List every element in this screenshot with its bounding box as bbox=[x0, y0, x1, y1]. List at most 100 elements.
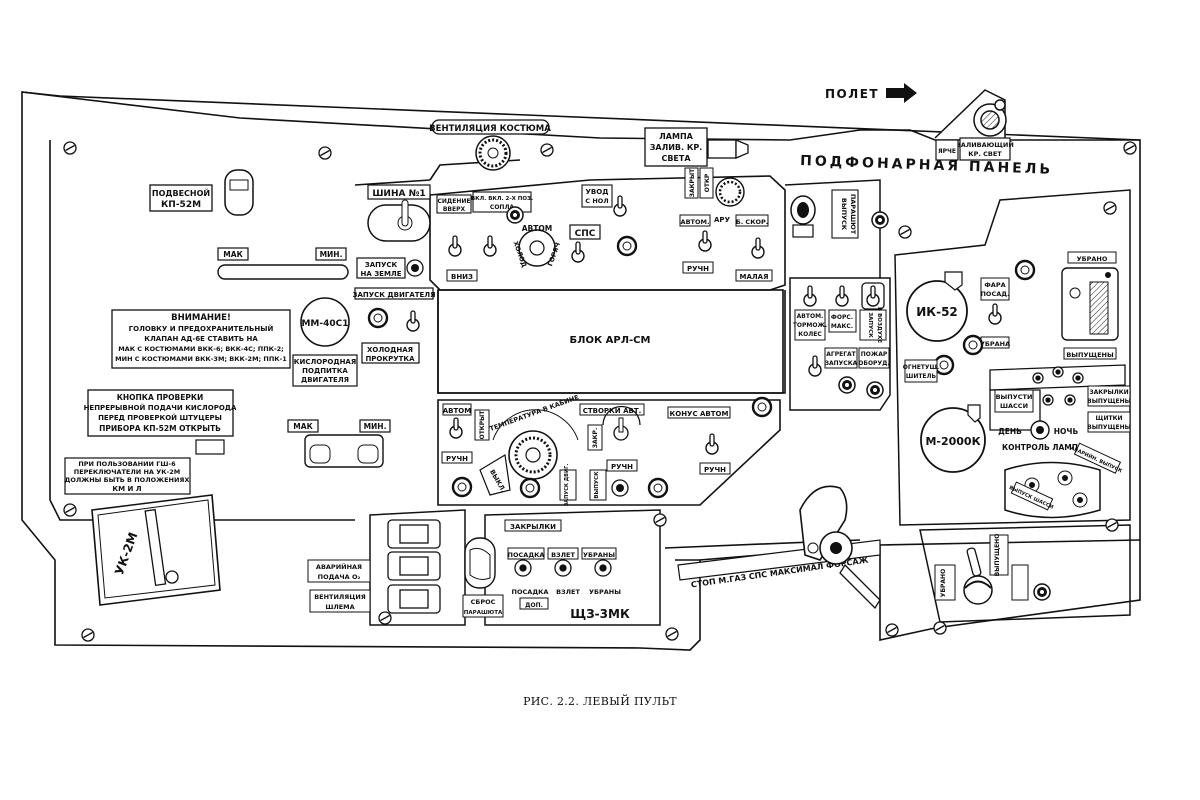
oxygen-valve-stack[interactable] bbox=[387, 519, 441, 614]
ground-start-button[interactable] bbox=[406, 259, 424, 277]
svg-text:ПАРАШЮТ: ПАРАШЮТ bbox=[849, 194, 857, 235]
flaps-selector[interactable] bbox=[602, 405, 641, 441]
cone-auto-plate: КОНУС АВТОМ bbox=[667, 406, 731, 419]
flood-lamp-icon bbox=[707, 139, 749, 159]
svg-text:ПЕРЕД ПРОВЕРКОЙ ШТУЦЕРЫ: ПЕРЕД ПРОВЕРКОЙ ШТУЦЕРЫ bbox=[98, 413, 222, 422]
seat-switch[interactable] bbox=[448, 235, 462, 257]
temp-auto-switch[interactable] bbox=[449, 417, 463, 439]
svg-text:УБРАНО: УБРАНО bbox=[940, 569, 947, 597]
svg-text:ШИНА №1: ШИНА №1 bbox=[372, 189, 425, 199]
parachute-drop-handle[interactable] bbox=[464, 537, 496, 589]
bottom-center-panel bbox=[369, 509, 1131, 626]
manual-plate-3 bbox=[606, 459, 638, 472]
svg-text:ИК-52: ИК-52 bbox=[916, 305, 958, 319]
oxygen-mix-slider-2[interactable]: МАК МИН. bbox=[287, 419, 391, 468]
svg-text:ПОДВЕСНОЙ: ПОДВЕСНОЙ bbox=[152, 187, 210, 198]
afterburner-switch[interactable] bbox=[835, 285, 849, 307]
emergency-gear-unit[interactable] bbox=[1004, 461, 1101, 519]
svg-text:ОТКР: ОТКР bbox=[704, 173, 711, 192]
svg-text:ПОЖАР: ПОЖАР bbox=[861, 351, 888, 358]
sps-lamp bbox=[616, 235, 638, 257]
center-upper-panel bbox=[354, 159, 786, 506]
sps-plate: СПС bbox=[569, 224, 601, 240]
oxygen-mix-slider[interactable]: МАК МИН. bbox=[217, 247, 349, 280]
flaps-buttons[interactable] bbox=[514, 559, 612, 577]
landing-light-switch[interactable] bbox=[988, 303, 1002, 325]
svg-text:ДОЛЖНЫ БЫТЬ В ПОЛОЖЕНИЯХ: ДОЛЖНЫ БЫТЬ В ПОЛОЖЕНИЯХ bbox=[65, 476, 190, 484]
fire-lamp bbox=[866, 381, 884, 399]
svg-text:КР. СВЕТ: КР. СВЕТ bbox=[968, 150, 1002, 158]
engine-start-plate: ЗАПУСК ДВИГАТЕЛЯ bbox=[352, 287, 436, 300]
svg-text:ВЕНТИЛЯЦИЯ: ВЕНТИЛЯЦИЯ bbox=[314, 593, 366, 601]
parachute-release-unit[interactable] bbox=[790, 195, 816, 238]
suit-ventilation-plate: ВЕНТИЛЯЦИЯ КОСТЮМА bbox=[429, 119, 551, 135]
retract-switch[interactable] bbox=[613, 195, 627, 217]
m2000k-gauge: М-2000К bbox=[920, 407, 986, 473]
svg-text:ЗАКРЫЛКИ: ЗАКРЫЛКИ bbox=[1089, 389, 1128, 396]
svg-text:ЗАПУСК ДВИГ.: ЗАПУСК ДВИГ. bbox=[564, 464, 570, 507]
cold-crank-plate: ХОЛОДНАЯ ПРОКРУТКА bbox=[361, 342, 420, 364]
temperature-mode-selector[interactable]: АВТОМ ХОЛОД ГОРЯЧ bbox=[511, 224, 562, 269]
wheel-brake-plate: АВТОМ. ТОРМОЖ. КОЛЕС bbox=[793, 309, 827, 341]
mm40-gauge: ММ-40С1 bbox=[300, 297, 350, 347]
aru-speed-switch[interactable] bbox=[751, 237, 765, 259]
svg-text:ВЕНТИЛЯЦИЯ КОСТЮМА: ВЕНТИЛЯЦИЯ КОСТЮМА bbox=[429, 124, 551, 134]
svg-text:УБРАНЫ: УБРАНЫ bbox=[589, 588, 621, 596]
start-unit-lamp bbox=[838, 376, 856, 394]
svg-text:ВЫПУЩЕНО: ВЫПУЩЕНО bbox=[994, 534, 1001, 577]
svg-text:ХОЛОДНАЯ: ХОЛОДНАЯ bbox=[367, 346, 413, 354]
oxygen-connector[interactable] bbox=[224, 169, 254, 216]
svg-text:ЗАПУСК ДВИГАТЕЛЯ: ЗАПУСК ДВИГАТЕЛЯ bbox=[352, 291, 435, 299]
arl-block-label: БЛОК АРЛ-СМ bbox=[570, 335, 651, 346]
svg-text:ШАССИ: ШАССИ bbox=[1000, 402, 1028, 410]
closed-plate: ЗАКР. bbox=[587, 424, 603, 451]
nozzle-button[interactable] bbox=[506, 206, 524, 224]
svg-text:ОБОРУД.: ОБОРУД. bbox=[858, 360, 889, 367]
start-unit-plate: АГРЕГАТ ЗАПУСКА bbox=[824, 347, 858, 369]
retract-plate: УВОД С НОЛ bbox=[581, 184, 613, 208]
throttle-lever[interactable] bbox=[799, 485, 881, 610]
air-start-switch[interactable] bbox=[861, 282, 885, 310]
engine-start-button[interactable] bbox=[367, 307, 389, 329]
emergency-oxygen-plate: АВАРИЙНАЯ ПОДАЧА О₂ bbox=[307, 559, 371, 583]
sps-switch[interactable] bbox=[571, 241, 585, 263]
aru-knob[interactable] bbox=[715, 177, 745, 207]
svg-text:ПАРАШЮТА: ПАРАШЮТА bbox=[464, 610, 503, 616]
flaps-bottom-labels: ПОСАДКА ВЗЛЕТ УБРАНЫ bbox=[512, 588, 622, 596]
gear-indicator bbox=[1061, 267, 1119, 341]
flood-light-plate: ЗАЛИВАЮЩИЙ КР. СВЕТ ЯРЧЕ bbox=[935, 137, 1014, 161]
lamp-test-unit[interactable]: ДЕНЬ НОЧЬ bbox=[998, 420, 1078, 440]
gsh-button[interactable] bbox=[611, 479, 629, 497]
engine-oxygen-plate: КИСЛОРОДНАЯ ПОДПИТКА ДВИГАТЕЛЯ bbox=[292, 354, 358, 387]
svg-text:ВЗЛЕТ: ВЗЛЕТ bbox=[551, 551, 575, 559]
ik52-mount-icon bbox=[944, 271, 963, 291]
check-button-plate: КНОПКА ПРОВЕРКИ НЕПРЕРЫВНОЙ ПОДАЧИ КИСЛО… bbox=[84, 389, 237, 437]
svg-text:АВТОМ.: АВТОМ. bbox=[797, 313, 824, 320]
svg-text:МИН С КОСТЮМАМИ ВКК-3М; ВКК-2М: МИН С КОСТЮМАМИ ВКК-3М; ВКК-2М; ППК-1 bbox=[115, 355, 287, 363]
flaps-top-labels: ПОСАДКА ВЗЛЕТ УБРАНЫ bbox=[507, 547, 617, 560]
svg-text:ВЗЛЕТ: ВЗЛЕТ bbox=[556, 588, 580, 596]
svg-text:ЗАЛИВ. КР.: ЗАЛИВ. КР. bbox=[650, 143, 703, 152]
svg-text:РУЧН: РУЧН bbox=[611, 463, 633, 471]
nozzle-switch[interactable] bbox=[483, 235, 497, 257]
svg-text:УБРАНЫ: УБРАНЫ bbox=[583, 551, 615, 559]
check-button[interactable] bbox=[195, 439, 225, 455]
flaps-extra-button[interactable]: ДОП. bbox=[519, 597, 549, 610]
aru-switch[interactable] bbox=[698, 230, 712, 252]
lamp-plate: ЛАМПА ЗАЛИВ. КР. СВЕТА bbox=[644, 127, 708, 167]
wheel-brake-switch[interactable] bbox=[803, 285, 817, 307]
svg-text:ПРИ ПОЛЬЗОВАНИИ ГШ-6: ПРИ ПОЛЬЗОВАНИИ ГШ-6 bbox=[78, 460, 176, 468]
cone-switch[interactable] bbox=[705, 433, 719, 455]
gear-lever-unit[interactable]: УБРАНО ВЫПУЩЕНО bbox=[934, 534, 1009, 605]
small-plate bbox=[735, 269, 773, 282]
m2000k-mount-icon bbox=[967, 404, 981, 423]
suit-ventilation-knob[interactable] bbox=[475, 135, 511, 171]
bus-1-switch[interactable] bbox=[367, 199, 431, 242]
warning-plate: ВНИМАНИЕ! ГОЛОВКУ И ПРЕДОХРАНИТЕЛЬНЫЙ КЛ… bbox=[111, 309, 291, 369]
start-unit-switch[interactable] bbox=[808, 355, 822, 377]
cold-crank-switch[interactable] bbox=[406, 310, 420, 332]
svg-text:КМ И Л: КМ И Л bbox=[112, 485, 141, 493]
parachute-plate: ВЫПУСК ПАРАШЮТ bbox=[831, 189, 859, 239]
svg-text:АВТОМ.: АВТОМ. bbox=[681, 218, 710, 226]
uk2m-unit[interactable]: УК-2М bbox=[91, 494, 221, 606]
